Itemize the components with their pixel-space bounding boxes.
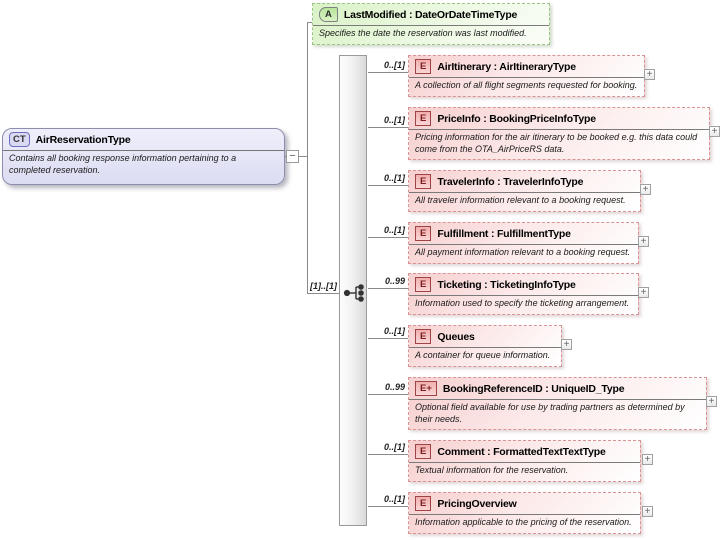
cardinality-travelerinfo: 0..[1] xyxy=(383,173,405,183)
attribute-title: LastModified : DateOrDateTimeType xyxy=(343,8,518,21)
element-badge: E xyxy=(415,111,432,126)
connector-line xyxy=(368,237,408,238)
element-badge: E xyxy=(415,444,432,459)
element-title: Queues xyxy=(437,330,475,343)
element-badge-with-attribute: E+ xyxy=(415,381,437,396)
element-bookingreferenceid[interactable]: E+ BookingReferenceID : UniqueID_Type Op… xyxy=(408,377,707,430)
cardinality-fulfillment: 0..[1] xyxy=(383,225,405,235)
expand-button-priceinfo[interactable]: + xyxy=(709,126,720,137)
connector-line xyxy=(368,127,408,128)
cardinality-queues: 0..[1] xyxy=(383,326,405,336)
expand-button-airitinerary[interactable]: + xyxy=(644,69,655,80)
element-title: TravelerInfo : TravelerInfoType xyxy=(437,175,584,188)
element-annotation: A container for queue information. xyxy=(415,350,551,360)
element-annotation: Pricing information for the air itinerar… xyxy=(415,132,698,154)
element-title: PriceInfo : BookingPriceInfoType xyxy=(437,112,596,125)
element-badge: E xyxy=(415,496,432,511)
element-fulfillment[interactable]: E Fulfillment : FulfillmentType All paym… xyxy=(408,222,639,264)
expand-button-pricingoverview[interactable]: + xyxy=(642,506,653,517)
element-priceinfo[interactable]: E PriceInfo : BookingPriceInfoType Prici… xyxy=(408,107,710,160)
connector-line xyxy=(368,185,408,186)
element-annotation: Optional field available for use by trad… xyxy=(415,402,685,424)
element-airitinerary[interactable]: E AirItinerary : AirItineraryType A coll… xyxy=(408,55,645,97)
expand-button-queues[interactable]: + xyxy=(561,339,572,350)
element-badge: E xyxy=(415,329,432,344)
expand-button-ticketing[interactable]: + xyxy=(638,287,649,298)
element-title: Fulfillment : FulfillmentType xyxy=(437,227,571,240)
connector-line xyxy=(307,22,312,23)
expand-button-comment[interactable]: + xyxy=(642,454,653,465)
connector-line xyxy=(307,293,339,294)
element-annotation: Information used to specify the ticketin… xyxy=(415,298,630,308)
element-badge: E xyxy=(415,174,432,189)
connector-line xyxy=(368,72,408,73)
element-annotation: All traveler information relevant to a b… xyxy=(415,195,626,205)
compositor-cardinality: [1]..[1] xyxy=(310,281,337,291)
element-pricingoverview[interactable]: E PricingOverview Information applicable… xyxy=(408,492,641,534)
element-title: Comment : FormattedTextTextType xyxy=(437,445,606,458)
connector-line xyxy=(368,394,408,395)
element-title: AirItinerary : AirItineraryType xyxy=(437,60,576,73)
element-comment[interactable]: E Comment : FormattedTextTextType Textua… xyxy=(408,440,641,482)
element-badge: E xyxy=(415,59,432,74)
expand-button-bookingreferenceid[interactable]: + xyxy=(706,396,717,407)
sequence-compositor[interactable] xyxy=(339,55,367,526)
connector-line xyxy=(307,22,308,293)
cardinality-airitinerary: 0..[1] xyxy=(383,60,405,70)
complextype-airreservationtype[interactable]: CT AirReservationType Contains all booki… xyxy=(2,128,285,185)
expand-button-fulfillment[interactable]: + xyxy=(638,236,649,247)
cardinality-comment: 0..[1] xyxy=(383,442,405,452)
element-annotation: A collection of all flight segments requ… xyxy=(415,80,638,90)
complextype-badge: CT xyxy=(9,132,30,147)
element-travelerinfo[interactable]: E TravelerInfo : TravelerInfoType All tr… xyxy=(408,170,641,212)
element-title: Ticketing : TicketingInfoType xyxy=(437,278,576,291)
collapse-button[interactable]: − xyxy=(286,150,299,163)
element-title: BookingReferenceID : UniqueID_Type xyxy=(442,382,625,395)
expand-button-travelerinfo[interactable]: + xyxy=(640,184,651,195)
attribute-badge: A xyxy=(319,7,338,22)
element-title: PricingOverview xyxy=(437,497,517,510)
element-annotation: Textual information for the reservation. xyxy=(415,465,569,475)
complextype-annotation: Contains all booking response informatio… xyxy=(9,153,237,175)
attribute-annotation: Specifies the date the reservation was l… xyxy=(319,28,527,38)
element-queues[interactable]: E Queues A container for queue informati… xyxy=(408,325,562,367)
cardinality-pricingoverview: 0..[1] xyxy=(383,494,405,504)
cardinality-priceinfo: 0..[1] xyxy=(383,115,405,125)
element-ticketing[interactable]: E Ticketing : TicketingInfoType Informat… xyxy=(408,273,639,315)
connector-line xyxy=(368,288,408,289)
connector-line xyxy=(299,156,307,157)
sequence-icon xyxy=(343,284,364,302)
element-annotation: Information applicable to the pricing of… xyxy=(415,517,632,527)
complextype-title: AirReservationType xyxy=(35,133,131,146)
cardinality-bookingreferenceid: 0..99 xyxy=(384,382,405,392)
cardinality-ticketing: 0..99 xyxy=(384,276,405,286)
attribute-lastmodified[interactable]: A LastModified : DateOrDateTimeType Spec… xyxy=(312,3,550,45)
connector-line xyxy=(368,338,408,339)
connector-line xyxy=(368,506,408,507)
element-annotation: All payment information relevant to a bo… xyxy=(415,247,631,257)
connector-line xyxy=(368,454,408,455)
element-badge: E xyxy=(415,277,432,292)
element-badge: E xyxy=(415,226,432,241)
